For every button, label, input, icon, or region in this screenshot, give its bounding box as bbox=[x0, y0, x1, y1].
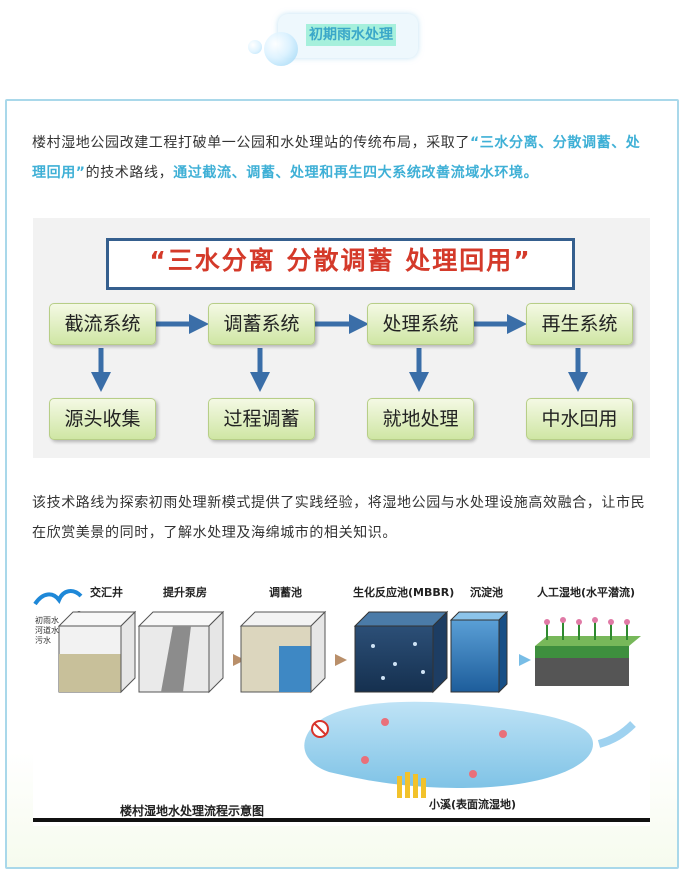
section-title-badge: 初期雨水处理 bbox=[240, 10, 440, 70]
diagram-banner: “三水分离 分散调蓄 处理回用” bbox=[106, 238, 575, 290]
inflow-label: 污水 bbox=[35, 636, 51, 645]
intro-text-1: 楼村湿地公园改建工程打破单一公园和水处理站的传统布局，采取了 bbox=[32, 135, 470, 151]
stage-label: 沉淀池 bbox=[470, 586, 503, 599]
process-illustration bbox=[33, 589, 650, 822]
reed-icons bbox=[397, 772, 426, 798]
intro-text-2: 的技术路线， bbox=[85, 165, 174, 181]
outcome-box-reuse: 中水回用 bbox=[526, 398, 633, 440]
second-paragraph: 该技术路线为探索初雨处理新模式提供了实践经验，将湿地公园与水处理设施高效融合，让… bbox=[32, 495, 646, 541]
stage-label: 生化反应池(MBBR) bbox=[353, 586, 455, 599]
figure-caption: 楼村湿地水处理流程示意图 bbox=[120, 804, 265, 818]
stream-pond bbox=[304, 701, 593, 788]
process-arrow bbox=[233, 654, 245, 666]
inflow-label: 初雨水 bbox=[35, 616, 59, 625]
system-box-regeneration: 再生系统 bbox=[526, 303, 633, 345]
bubble-icon bbox=[264, 32, 298, 66]
stage-label: 交汇井 bbox=[90, 586, 123, 599]
technical-route-diagram: “三水分离 分散调蓄 处理回用” 截流系统 调蓄系统 处理系统 再生系统 源头收… bbox=[33, 218, 650, 458]
return-flow-arrow bbox=[597, 721, 636, 748]
outcome-box-local: 就地处理 bbox=[367, 398, 474, 440]
stage-label: 提升泵房 bbox=[163, 586, 207, 599]
outcome-box-process: 过程调蓄 bbox=[208, 398, 315, 440]
intro-highlight-1: “三水分离、分散调蓄、处理回用” bbox=[32, 135, 641, 181]
outcome-box-source: 源头收集 bbox=[49, 398, 156, 440]
bubble-icon bbox=[248, 40, 262, 54]
bottom-rule bbox=[33, 818, 650, 822]
system-box-storage: 调蓄系统 bbox=[208, 303, 315, 345]
inflow-label: 河道水 bbox=[35, 626, 59, 635]
intro-paragraph: 楼村湿地公园改建工程打破单一公园和水处理站的传统布局，采取了“三水分离、分散调蓄… bbox=[32, 128, 650, 188]
system-box-treatment: 处理系统 bbox=[367, 303, 474, 345]
diagram-arrows bbox=[91, 314, 588, 392]
process-arrow bbox=[335, 654, 347, 666]
system-box-interception: 截流系统 bbox=[49, 303, 156, 345]
wave-icon bbox=[33, 589, 83, 606]
stage-label: 人工湿地(水平潜流) bbox=[537, 586, 636, 599]
section-title: 初期雨水处理 bbox=[306, 24, 396, 46]
process-arrow bbox=[519, 654, 531, 666]
treatment-process-diagram: 交汇井 提升泵房 调蓄池 生化反应池(MBBR) 沉淀池 人工湿地(水平潜流) … bbox=[33, 574, 650, 826]
stream-label: 小溪(表面流湿地) bbox=[429, 798, 517, 811]
intro-highlight-2: 通过截流、调蓄、处理和再生四大系统改善流域水环境。 bbox=[173, 165, 539, 181]
stage-label: 调蓄池 bbox=[269, 586, 302, 599]
